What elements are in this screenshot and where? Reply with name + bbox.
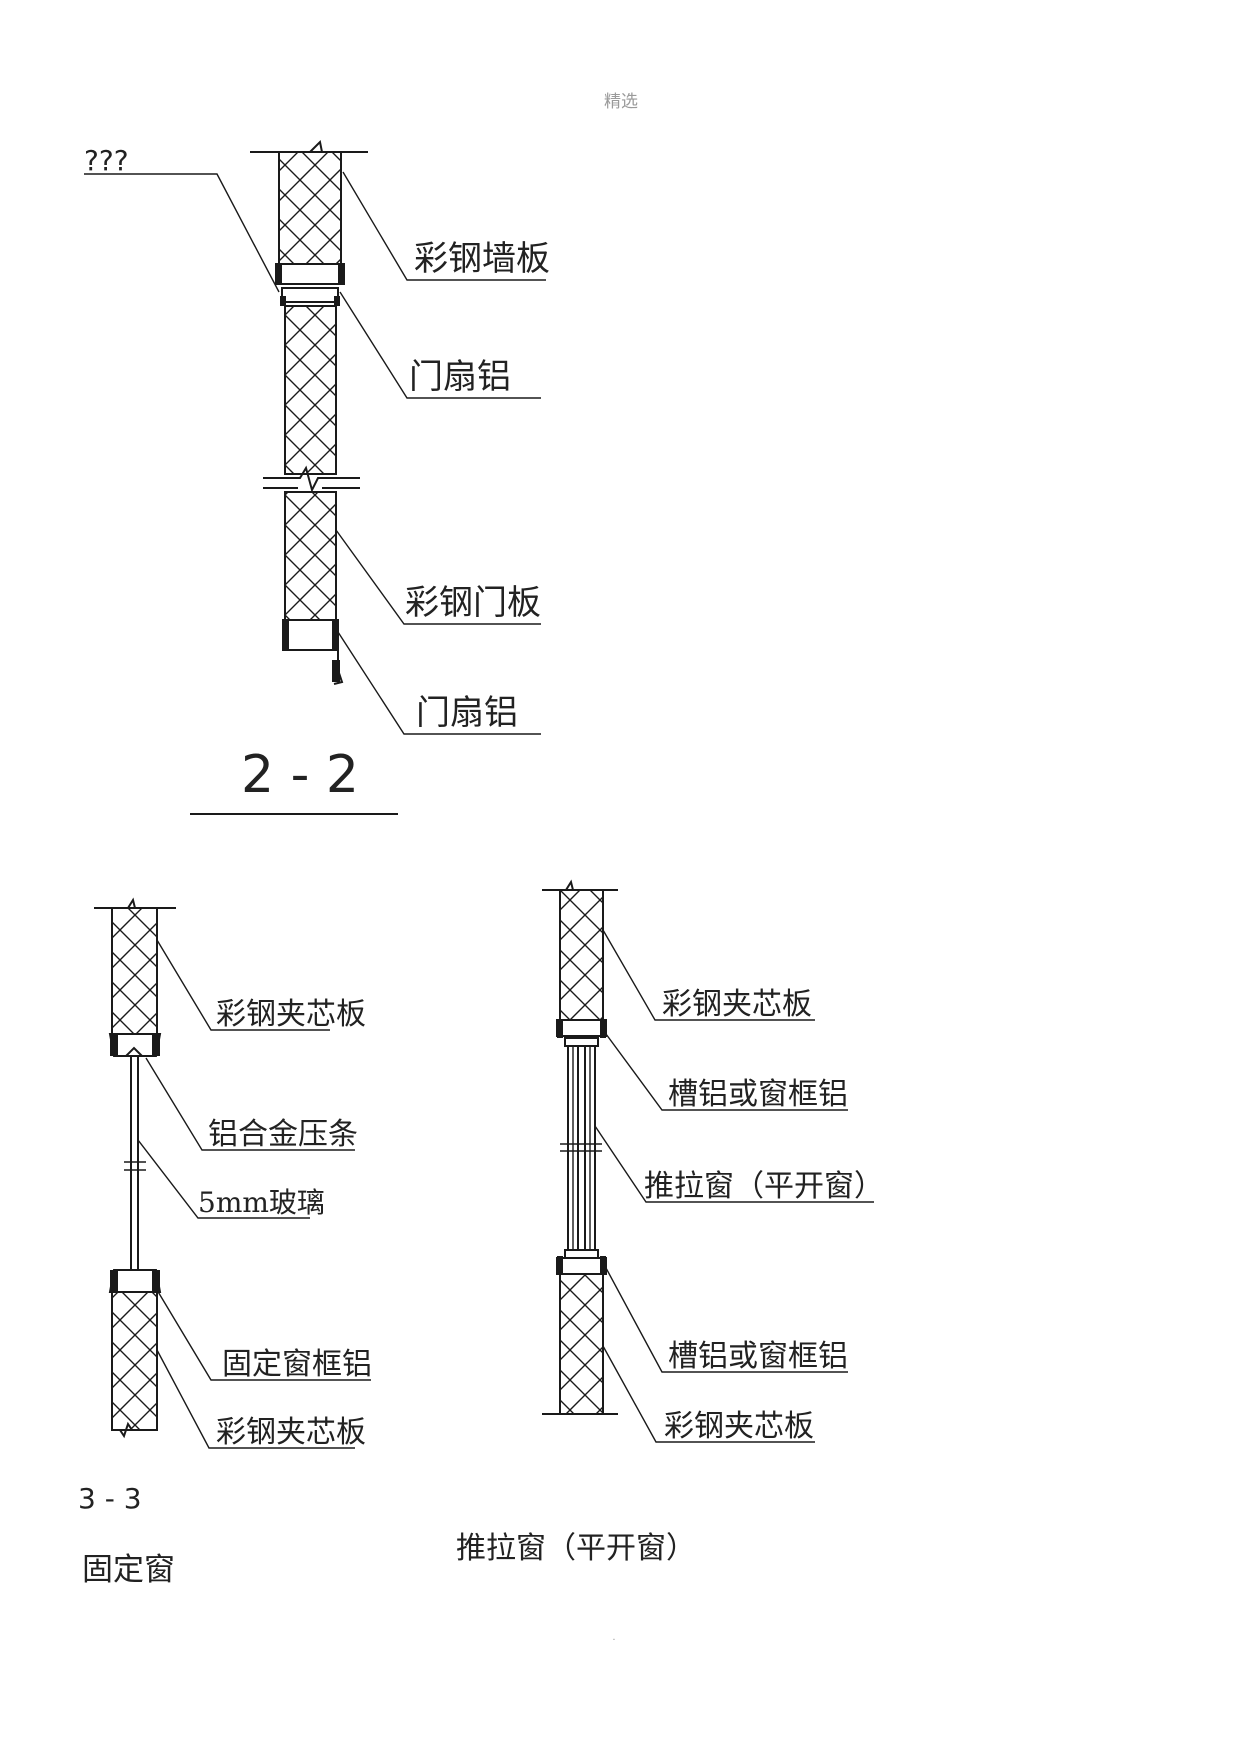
fixed-window-drawing: [94, 897, 371, 1449]
label-channel-top: 槽铝或窗框铝: [668, 1077, 848, 1112]
label-glass: 5mm玻璃: [198, 1186, 325, 1219]
label-door-aluminum-top: 门扇铝: [409, 357, 511, 397]
channel-top: [556, 1019, 607, 1037]
label-sliding-sandwich-top: 彩钢夹芯板: [662, 987, 812, 1022]
door-panel-upper: [284, 305, 337, 475]
sliding-window-caption: 推拉窗（平开窗）: [456, 1531, 696, 1566]
channel-bottom: [556, 1257, 607, 1275]
sliding-window-drawing: [542, 879, 874, 1443]
door-panel-lower: [284, 491, 337, 621]
wall-panel: [278, 151, 342, 265]
fixed-window-caption: 固定窗: [82, 1552, 175, 1588]
label-sliding-sandwich-bottom: 彩钢夹芯板: [664, 1409, 814, 1444]
marker-label: ???: [84, 144, 129, 177]
label-channel-bottom: 槽铝或窗框铝: [668, 1339, 848, 1374]
label-door-aluminum-bottom: 门扇铝: [416, 693, 518, 733]
sliding-sandwich-top: [559, 889, 604, 1021]
door-aluminum-bottom: [282, 619, 339, 651]
section-2-2-drawing: [84, 139, 546, 815]
section-2-2-title: 2 - 2: [241, 745, 359, 805]
label-sliding-window: 推拉窗（平开窗）: [644, 1169, 884, 1204]
section-3-3-code: 3 - 3: [78, 1482, 142, 1515]
label-fixed-sandwich-bottom: 彩钢夹芯板: [216, 1415, 366, 1450]
sandwich-panel-top: [111, 907, 158, 1035]
sandwich-panel-bottom: [111, 1291, 158, 1431]
label-fixed-frame: 固定窗框铝: [222, 1347, 372, 1382]
door-aluminum-top: [275, 263, 345, 285]
footer-mark: .: [612, 1632, 615, 1643]
sliding-sandwich-bottom: [559, 1273, 604, 1415]
label-wall-panel: 彩钢墙板: [414, 239, 550, 279]
label-pressing-strip: 铝合金压条: [208, 1117, 358, 1152]
label-door-panel: 彩钢门板: [405, 583, 541, 623]
page-header: 精选: [604, 92, 638, 112]
label-fixed-sandwich-top: 彩钢夹芯板: [216, 997, 366, 1032]
